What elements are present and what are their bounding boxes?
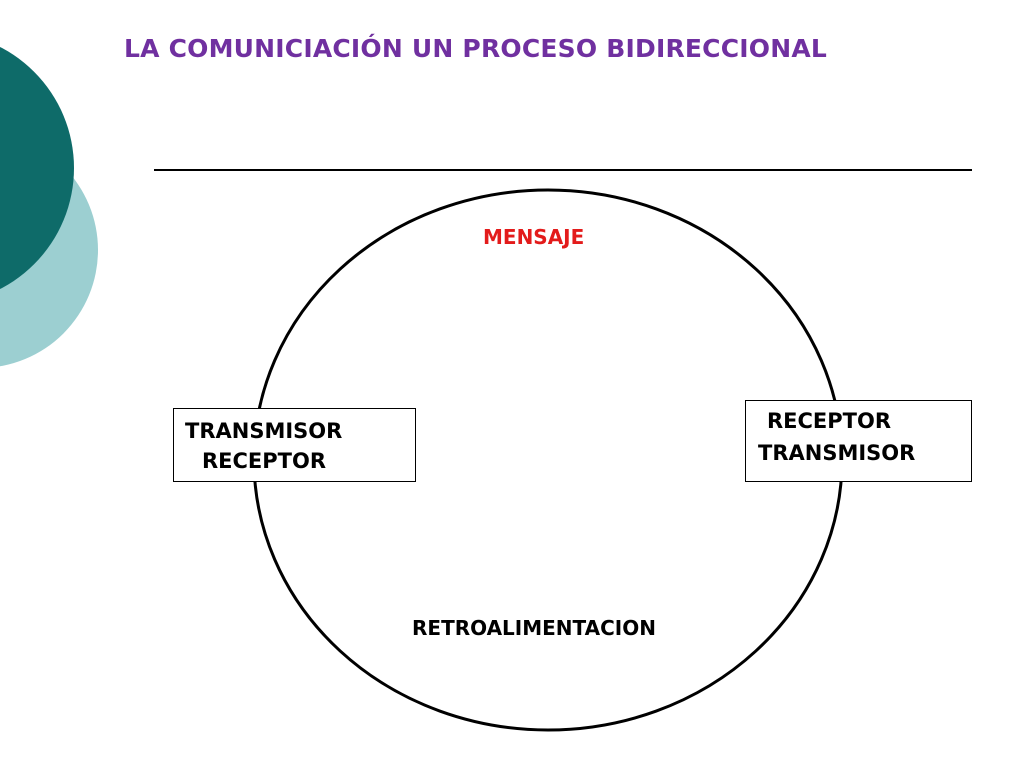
receiver-sender-box: RECEPTOR TRANSMISOR <box>745 400 972 482</box>
decorative-circles <box>0 46 98 367</box>
decor-dark-circle <box>0 46 74 290</box>
sender-box-line-1: TRANSMISOR <box>185 419 343 443</box>
feedback-label: RETROALIMENTACION <box>412 616 656 640</box>
sender-receiver-box: TRANSMISOR RECEPTOR <box>173 408 416 482</box>
receiver-box-line-1: RECEPTOR <box>767 409 892 433</box>
receiver-box-line-2: TRANSMISOR <box>758 441 916 465</box>
page-title: LA COMUNICIACIÓN UN PROCESO BIDIRECCIONA… <box>124 34 828 63</box>
title-divider <box>154 169 972 171</box>
sender-box-line-2: RECEPTOR <box>202 449 327 473</box>
message-label: MENSAJE <box>483 225 585 249</box>
